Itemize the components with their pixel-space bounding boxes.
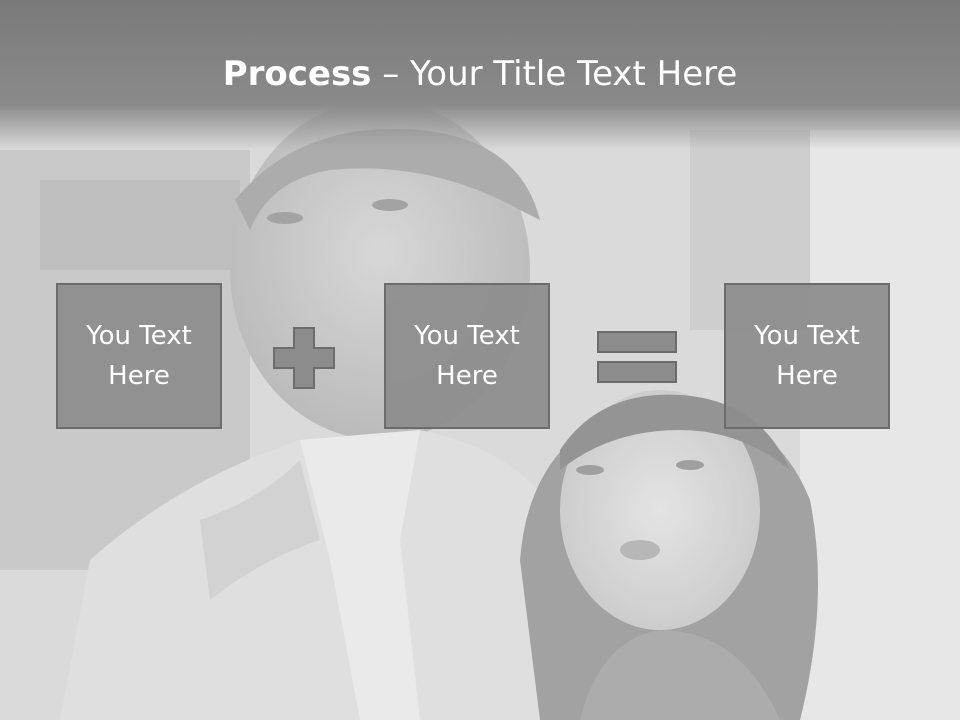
plus-icon <box>273 327 335 389</box>
process-box-3-text: You Text Here <box>754 321 860 391</box>
title-rest: – Your Title Text Here <box>371 54 738 94</box>
slide-title[interactable]: Process – Your Title Text Here <box>0 52 960 96</box>
process-box-1[interactable]: You Text Here <box>56 283 222 429</box>
equals-icon <box>597 331 677 383</box>
title-bold-part: Process <box>222 54 372 94</box>
title-band <box>0 0 960 150</box>
process-box-1-text: You Text Here <box>86 321 192 391</box>
process-box-2-text: You Text Here <box>414 321 520 391</box>
process-box-3[interactable]: You Text Here <box>724 283 890 429</box>
process-box-2[interactable]: You Text Here <box>384 283 550 429</box>
